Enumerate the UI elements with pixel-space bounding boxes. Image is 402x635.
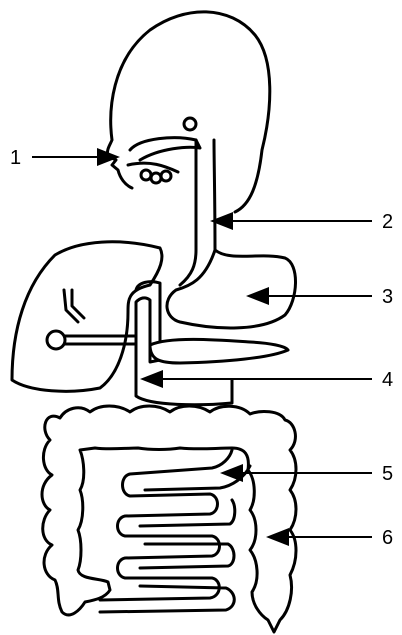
label-5-arrow-head bbox=[220, 464, 243, 482]
label-4: 4 bbox=[382, 369, 393, 391]
label-3: 3 bbox=[382, 286, 393, 308]
label-2-group: 2 bbox=[210, 211, 393, 233]
label-5-group: 5 bbox=[220, 463, 393, 485]
label-4-group: 4 bbox=[140, 369, 393, 391]
pancreas bbox=[150, 339, 288, 363]
tongue-gland-right bbox=[161, 171, 171, 181]
mouth-cavity bbox=[128, 138, 200, 172]
stomach bbox=[167, 250, 296, 328]
gallbladder bbox=[47, 331, 65, 349]
label-2: 2 bbox=[382, 211, 393, 233]
label-1: 1 bbox=[10, 147, 21, 169]
label-6: 6 bbox=[382, 527, 393, 549]
head-outline bbox=[107, 12, 269, 212]
tongue-gland-mid bbox=[151, 173, 161, 183]
label-5: 5 bbox=[382, 463, 393, 485]
liver bbox=[12, 242, 162, 391]
ear-bump bbox=[184, 118, 196, 130]
label-4-arrow-head bbox=[140, 370, 163, 388]
tongue-gland-left bbox=[141, 170, 151, 180]
label-1-group: 1 bbox=[10, 147, 120, 169]
